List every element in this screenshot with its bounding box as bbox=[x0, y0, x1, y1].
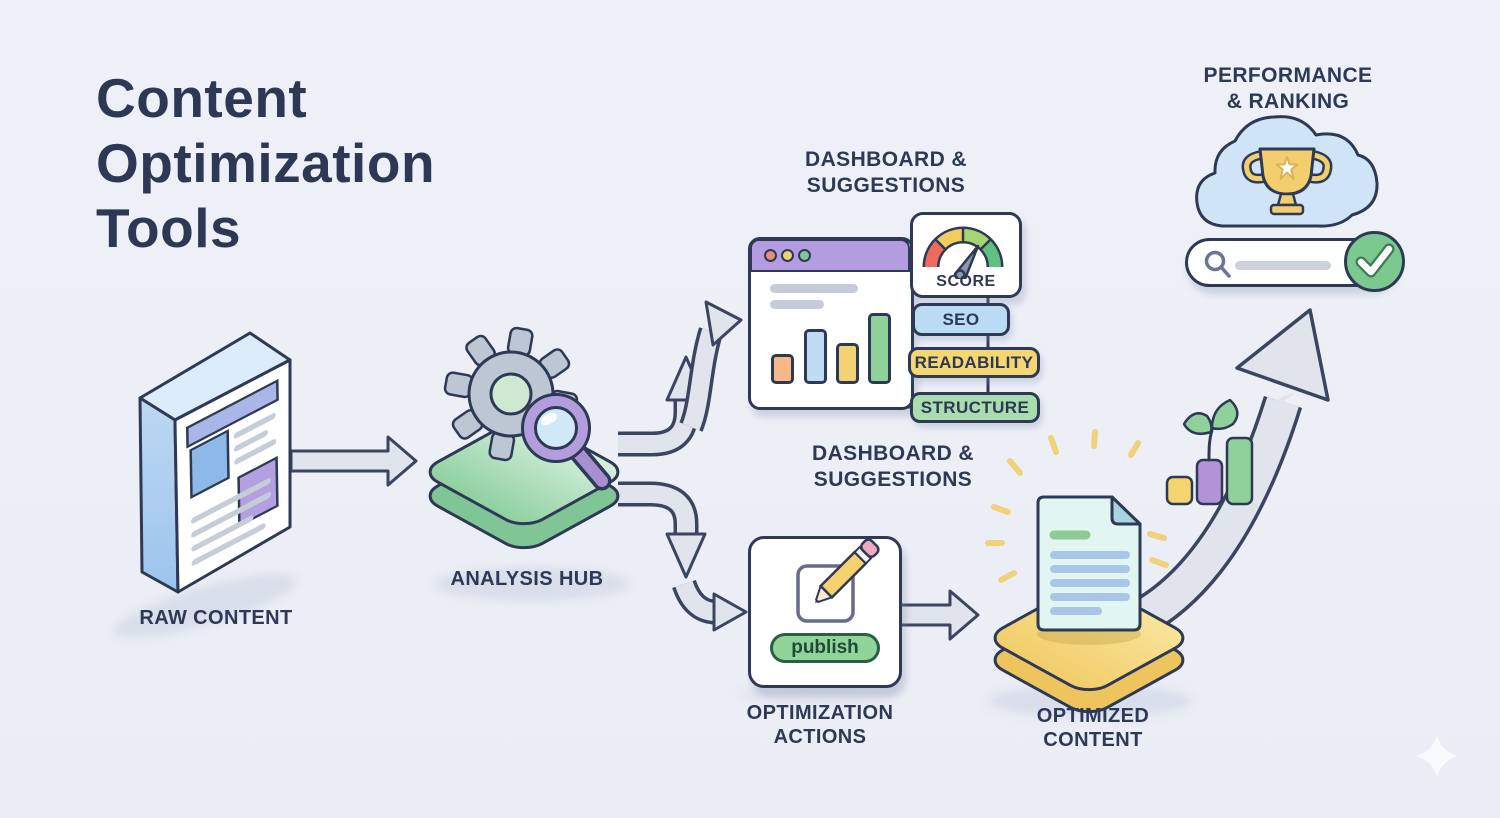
branch-arrow-down-icon bbox=[618, 481, 707, 579]
optimized-content-label: OPTIMIZED CONTENT bbox=[1036, 705, 1150, 752]
window-title-bar bbox=[750, 239, 910, 272]
plant-icon bbox=[1182, 398, 1239, 462]
branch-arrow-upper-right-icon bbox=[679, 300, 743, 432]
chart-bar-green bbox=[868, 313, 891, 384]
sparkle-icon bbox=[1416, 735, 1458, 777]
trophy-icon bbox=[1241, 147, 1333, 216]
optimized-document-icon bbox=[1036, 495, 1142, 632]
publish-button: publish bbox=[770, 633, 880, 663]
badge-structure: STRUCTURE bbox=[910, 392, 1040, 423]
optimization-actions-label: OPTIMIZATION ACTIONS bbox=[746, 702, 894, 749]
optimized-doc-lines bbox=[1049, 530, 1130, 615]
checkmark-circle bbox=[1344, 231, 1405, 292]
chart-bar-yellow bbox=[836, 343, 859, 384]
search-placeholder-line bbox=[1235, 261, 1331, 270]
score-card: SCORE bbox=[910, 212, 1022, 298]
raw-content-label: RAW CONTENT bbox=[139, 607, 293, 629]
chart-bar-orange bbox=[771, 354, 794, 384]
badge-seo: SEO bbox=[912, 303, 1010, 336]
page-title: Content Optimization Tools bbox=[96, 67, 436, 259]
chart-bar-blue bbox=[804, 329, 827, 384]
dashboard-label-top: DASHBOARD & SUGGESTIONS bbox=[805, 148, 967, 197]
arrow-right-icon bbox=[289, 435, 418, 487]
sparkle-rays bbox=[985, 429, 1169, 583]
pencil-icon bbox=[815, 539, 880, 603]
search-icon bbox=[1204, 250, 1231, 278]
ground-shadows bbox=[113, 567, 1192, 717]
star-icon bbox=[1275, 156, 1299, 180]
window-dot-red bbox=[764, 249, 777, 262]
mini-bar-chart bbox=[1165, 436, 1254, 506]
branch-arrow-lower-right-icon bbox=[672, 579, 748, 632]
check-icon bbox=[1355, 243, 1395, 278]
window-text-line bbox=[770, 284, 858, 293]
document-icon bbox=[138, 331, 292, 594]
dashboard-label-bottom: DASHBOARD & SUGGESTIONS bbox=[812, 442, 974, 491]
score-label: SCORE bbox=[936, 273, 996, 290]
doc-image-blue bbox=[189, 428, 230, 500]
browser-window bbox=[748, 237, 914, 410]
performance-ranking-label: PERFORMANCE & RANKING bbox=[1203, 64, 1373, 113]
edit-illustration bbox=[796, 539, 880, 623]
analysis-hub-label: ANALYSIS HUB bbox=[450, 568, 604, 590]
arrow-right-icon bbox=[895, 589, 980, 641]
doc-header-bar bbox=[185, 378, 279, 449]
doc-text-lines bbox=[190, 412, 277, 566]
window-dot-yellow bbox=[781, 249, 794, 262]
score-gauge-icon bbox=[922, 226, 1004, 279]
edit-square-icon bbox=[796, 564, 855, 623]
optimization-actions-card: publish bbox=[748, 536, 902, 688]
magnifier-icon bbox=[521, 393, 612, 491]
window-text-line bbox=[770, 300, 824, 309]
badge-readability: READABILITY bbox=[908, 347, 1040, 378]
window-dot-green bbox=[798, 249, 811, 262]
